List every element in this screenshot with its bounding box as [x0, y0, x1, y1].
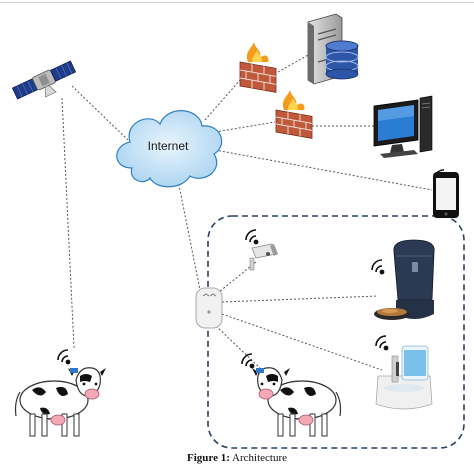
- firewall-top: [239, 42, 277, 93]
- pet-feeder-icon: [374, 239, 435, 320]
- server-database-icon: [307, 13, 359, 85]
- wifi-icon: [371, 259, 385, 275]
- figure-caption: Figure 1: Architecture: [0, 452, 474, 464]
- security-camera: [245, 229, 278, 271]
- link-satellite-internet: [71, 85, 129, 141]
- internet-label: Internet: [148, 139, 189, 153]
- caption-prefix: Figure 1:: [187, 452, 230, 464]
- desktop-computer-icon: [373, 95, 433, 158]
- wifi-icon: [57, 349, 71, 365]
- link-gateway-camera: [213, 261, 257, 297]
- water-dispenser: [375, 335, 433, 410]
- top-rule: [0, 2, 474, 3]
- firewall-icon: [275, 90, 313, 139]
- cow-icon: [14, 367, 106, 437]
- cow-icon: [252, 367, 342, 437]
- wifi-icon: [241, 353, 255, 369]
- security-camera-icon: [249, 243, 278, 271]
- water-dispenser-icon: [375, 345, 433, 410]
- link-firewall-top-server: [277, 53, 311, 73]
- smartphone-icon: [433, 172, 459, 218]
- pet-feeder: [371, 239, 435, 320]
- smartphone: [433, 169, 459, 218]
- link-gateway-feeder: [221, 295, 379, 303]
- internet-cloud: Internet: [116, 110, 223, 188]
- cow-right: [241, 353, 342, 437]
- cloud-icon: [116, 110, 223, 188]
- link-gateway-dispenser: [221, 313, 383, 371]
- firewall-icon: [239, 42, 277, 93]
- desktop-computer: [373, 95, 433, 158]
- caption-text: Architecture: [229, 452, 287, 464]
- satellite-icon: [11, 60, 77, 100]
- link-gateway-cow: [215, 325, 263, 371]
- server-database: [307, 13, 359, 85]
- firewall-bottom: [275, 90, 313, 139]
- gateway-device: [195, 287, 223, 329]
- network-links: [61, 53, 433, 371]
- link-internet-phone: [214, 149, 433, 191]
- link-satellite-cow: [61, 97, 75, 349]
- link-internet-firewall-top: [204, 79, 241, 121]
- link-internet-firewall-bottom: [214, 121, 276, 133]
- cow-left: [14, 349, 106, 437]
- local-network-boundary: [207, 215, 465, 449]
- link-internet-gateway: [177, 179, 201, 291]
- iot-gateway-icon: [195, 287, 223, 329]
- wifi-icon: [245, 229, 259, 245]
- wifi-icon: [375, 335, 389, 351]
